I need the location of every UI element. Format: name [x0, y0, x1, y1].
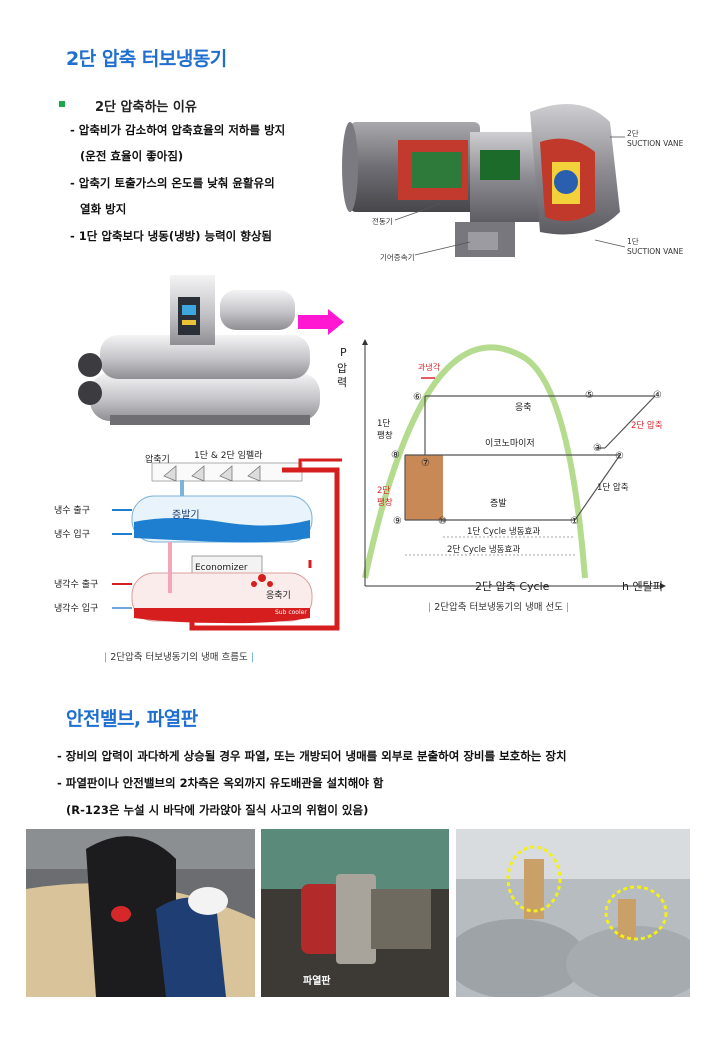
label-economizer: Economizer: [195, 563, 248, 573]
label-stage1-vane: SUCTION VANE: [627, 247, 684, 256]
compressor-cutaway-image: 전동기 기어증속기 2단 SUCTION VANE 1단 SUCTION VAN…: [342, 104, 684, 262]
label-subcool: 과냉각: [418, 362, 441, 372]
label-chilled-in: 냉수 입구: [54, 528, 90, 540]
label-stage2: 2단: [627, 128, 639, 138]
reason-line-3: - 압축기 토출가스의 온도를 낮춰 윤활유의: [70, 176, 275, 190]
label-stage2-exp: 2단: [377, 485, 390, 496]
reason-line-4: 열화 방지: [80, 202, 127, 216]
point-2: ②: [615, 451, 624, 462]
rupture-disc-photo: 파열판: [261, 829, 449, 997]
safety-valves-photo: [456, 829, 690, 997]
point-8: ⑧: [391, 450, 400, 461]
point-7: ⑦: [421, 458, 430, 469]
label-evaporate: 증발: [490, 498, 507, 509]
p-axis-label-2: 압: [337, 362, 347, 375]
label-motor: 전동기: [372, 216, 393, 226]
label-stage2-comp: 2단 압축: [631, 420, 663, 431]
label-condense: 응축: [515, 402, 532, 413]
bullet-icon: [59, 101, 65, 107]
label-stage2-vane: SUCTION VANE: [627, 139, 684, 148]
reason-line-1: - 압축비가 감소하여 압축효율의 저하를 방지: [70, 123, 286, 137]
point-10: ⑩: [438, 516, 447, 527]
point-9: ⑨: [393, 516, 402, 527]
ph-diagram-caption: | 2단압축 터보냉동기의 냉매 선도 |: [428, 602, 570, 613]
p-axis-label: P: [340, 346, 347, 359]
label-subcooler: Sub cooler: [275, 609, 307, 616]
worker-safety-valve-photo: [26, 829, 255, 997]
refrigerant-flow-diagram: 압축기 1단 & 2단 임펠라 증발기 Economizer 응축기 Sub c…: [54, 449, 342, 631]
point-1: ①: [570, 516, 579, 527]
label-cooling-out: 냉각수 출구: [54, 578, 98, 590]
section-title-turbo: 2단 압축 터보냉동기: [66, 48, 227, 70]
label-stage1-exp-2: 팽창: [377, 430, 393, 441]
label-gear: 기어증속기: [380, 252, 415, 262]
label-impeller: 1단 & 2단 임펠라: [194, 449, 263, 461]
point-6: ⑥: [413, 392, 422, 403]
reason-line-5: - 1단 압축보다 냉동(냉방) 능력이 향상됨: [70, 229, 273, 243]
safety-line-2: - 파열판이나 안전밸브의 2차측은 옥외까지 유도배관을 설치해야 함: [57, 776, 384, 790]
point-3: ③: [593, 443, 602, 454]
pointer-arrow-icon: [298, 309, 344, 335]
label-stage2-exp-2: 팽창: [377, 497, 393, 508]
rupture-disc-label: 파열판: [303, 974, 331, 987]
p-axis-label-3: 력: [337, 376, 347, 389]
label-condenser: 응축기: [266, 590, 291, 601]
label-stage1: 1단: [627, 236, 639, 246]
point-4: ④: [653, 390, 662, 401]
label-stage1-comp: 1단 압축: [597, 482, 629, 493]
safety-line-3: (R-123은 누설 시 바닥에 가라앉아 질식 사고의 위험이 있음): [66, 803, 369, 817]
chiller-machine-image: [78, 275, 344, 425]
section-title-safety: 안전밸브, 파열판: [66, 708, 198, 730]
flow-diagram-caption: | 2단압축 터보냉동기의 냉매 흐름도 |: [104, 652, 254, 663]
label-economizer-ph: 이코노마이저: [485, 438, 535, 449]
label-effect2: 2단 Cycle 냉동효과: [447, 544, 520, 555]
safety-line-1: - 장비의 압력이 과다하게 상승될 경우 파열, 또는 개방되어 냉매를 외부…: [57, 749, 567, 763]
subtitle-reasons: 2단 압축하는 이유: [95, 100, 197, 115]
label-compressor: 압축기: [145, 453, 170, 465]
h-axis-label: h 엔탈피: [622, 580, 663, 593]
label-chilled-out: 냉수 출구: [54, 505, 90, 516]
cycle-title: 2단 압축 Cycle: [475, 580, 550, 593]
point-5: ⑤: [585, 390, 594, 401]
ph-diagram: P 압 력 h 엔탈피 2단 압축 Cycle 과냉각 응축 2단 압축 이코노…: [337, 339, 666, 593]
label-cooling-in: 냉각수 입구: [54, 602, 98, 614]
label-effect1: 1단 Cycle 냉동효과: [467, 526, 540, 537]
reason-line-2: (운전 효율이 좋아짐): [80, 149, 184, 163]
label-stage1-exp: 1단: [377, 418, 390, 429]
label-evaporator: 증발기: [172, 509, 200, 521]
